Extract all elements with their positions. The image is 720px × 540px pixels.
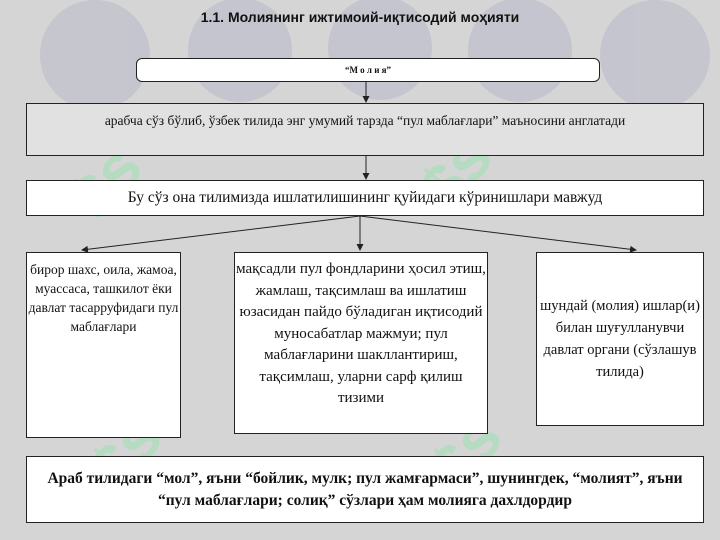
deco-circle [40,0,150,110]
node-meaning-government-body: шундай (молия) ишлар(и) билан шуғулланув… [536,252,704,426]
node-etymology-note: Араб тилидаги “мол”, яъни “бойлик, мулк;… [26,456,704,523]
node-forms-text: Бу сўз она тилимизда ишлатилишининг қуйи… [127,189,603,206]
node-meaning-government-body-text: шундай (молия) ишлар(и) билан шуғулланув… [540,298,700,380]
node-root-label: “М о л и я” [344,65,392,75]
arrow-forms-to-left [81,215,361,253]
node-etymology-note-text: Араб тилидаги “мол”, яъни “бойлик, мулк;… [47,469,683,509]
node-root-moliya: “М о л и я” [136,58,600,82]
node-meaning-funds-text: бирор шахс, оила, жамоа, муассаса, ташки… [28,262,179,334]
node-forms: Бу сўз она тилимизда ишлатилишининг қуйи… [26,180,704,216]
node-meaning-relations-text: мақсадли пул фондларини ҳосил этиш, жамл… [236,261,486,406]
arrow-forms-to-right [359,215,637,253]
node-meaning-funds: бирор шахс, оила, жамоа, муассаса, ташки… [26,252,181,438]
node-meaning-relations: мақсадли пул фондларини ҳосил этиш, жамл… [234,252,488,434]
node-definition: арабча сўз бўлиб, ўзбек тилида энг умуми… [26,103,704,156]
deco-circle [600,0,710,110]
page-title: 1.1. Молиянинг ижтимоий-иқтисодий моҳият… [200,9,520,25]
node-definition-text: арабча сўз бўлиб, ўзбек тилида энг умуми… [104,113,626,128]
